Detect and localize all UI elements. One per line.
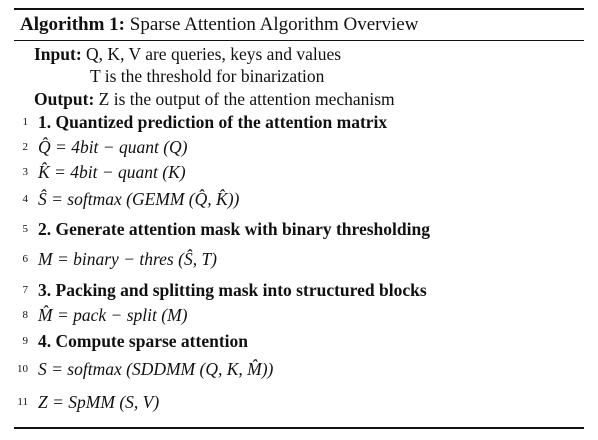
input-line: Input: Q, K, V are queries, keys and val…: [34, 43, 341, 65]
statement: Ŝ = softmax (GEMM (Q̂, K̂)): [38, 189, 240, 209]
statement: Z = SpMM (S, V): [38, 392, 160, 412]
output-text: Z is the output of the attention mechani…: [98, 89, 395, 109]
algorithm-title-text: Sparse Attention Algorithm Overview: [129, 14, 419, 35]
statement: Q̂ = 4bit − quant (Q): [38, 137, 188, 157]
line-number: 10: [17, 363, 28, 375]
line-number: 4: [22, 193, 29, 205]
line-number: 1: [22, 116, 29, 128]
line-number: 9: [22, 335, 29, 347]
step-heading: 3. Packing and splitting mask into struc…: [38, 280, 427, 300]
step-heading: 4. Compute sparse attention: [38, 331, 248, 351]
output-label: Output:: [34, 89, 95, 109]
input-text: Q, K, V are queries, keys and values: [86, 44, 342, 64]
line-number: 11: [17, 396, 28, 408]
algorithm-label: Algorithm 1:: [20, 14, 126, 35]
statement: M̂ = pack − split (M): [38, 305, 188, 325]
line-number: 3: [22, 166, 29, 178]
line-number: 7: [22, 284, 29, 296]
algorithm-box: Algorithm 1: Sparse Attention Algorithm …: [14, 8, 584, 429]
line-number: 6: [22, 253, 29, 265]
line-number: 8: [22, 309, 29, 321]
statement: K̂ = 4bit − quant (K): [38, 162, 186, 182]
input-text-2: T is the threshold for binarization: [90, 66, 325, 86]
line-number: 2: [22, 141, 29, 153]
statement: S = softmax (SDDMM (Q, K, M̂)): [38, 359, 274, 379]
title-rule: [14, 40, 584, 41]
top-rule: [14, 8, 584, 10]
output-line: Output: Z is the output of the attention…: [34, 88, 395, 110]
algorithm-title: Algorithm 1: Sparse Attention Algorithm …: [20, 14, 418, 36]
step-heading: 2. Generate attention mask with binary t…: [38, 219, 430, 239]
step-heading: 1. Quantized prediction of the attention…: [38, 112, 388, 132]
input-label: Input:: [34, 44, 82, 64]
statement: M = binary − thres (Ŝ, T): [38, 249, 217, 269]
bottom-rule: [14, 427, 584, 429]
input-line-2: T is the threshold for binarization: [90, 65, 324, 87]
line-number: 5: [22, 223, 29, 235]
